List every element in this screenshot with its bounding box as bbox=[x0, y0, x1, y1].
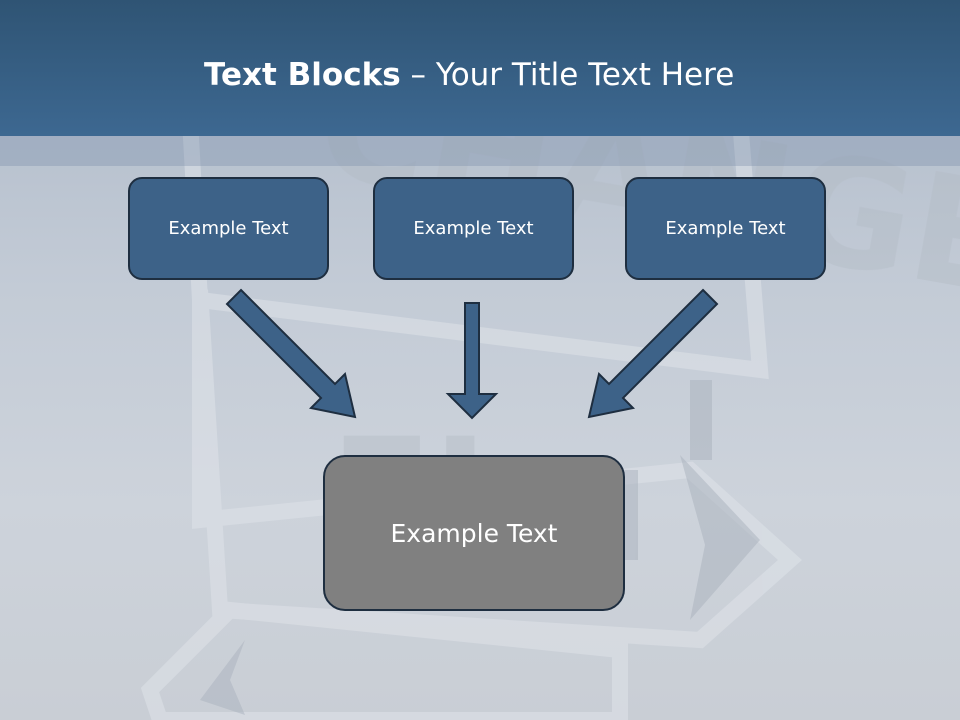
text-block-main-label: Example Text bbox=[390, 518, 558, 548]
title-bold-text: Text Blocks bbox=[204, 57, 401, 93]
arrow-left-icon bbox=[225, 288, 357, 419]
text-block-top-right[interactable]: Example Text bbox=[625, 177, 826, 280]
arrow-down-icon bbox=[445, 302, 499, 420]
text-block-top-right-label: Example Text bbox=[665, 218, 786, 239]
title-bar bbox=[0, 0, 960, 136]
text-block-top-center[interactable]: Example Text bbox=[373, 177, 574, 280]
title-separator: – bbox=[400, 57, 436, 93]
slide-title: Text Blocks – Your Title Text Here bbox=[204, 52, 734, 98]
arrow-right-icon bbox=[587, 288, 719, 419]
text-block-top-left-label: Example Text bbox=[168, 218, 289, 239]
text-block-top-center-label: Example Text bbox=[413, 218, 534, 239]
title-bar-shadow-band bbox=[0, 136, 960, 166]
text-block-main[interactable]: Example Text bbox=[323, 455, 625, 611]
text-block-top-left[interactable]: Example Text bbox=[128, 177, 329, 280]
title-rest-text: Your Title Text Here bbox=[435, 57, 735, 93]
